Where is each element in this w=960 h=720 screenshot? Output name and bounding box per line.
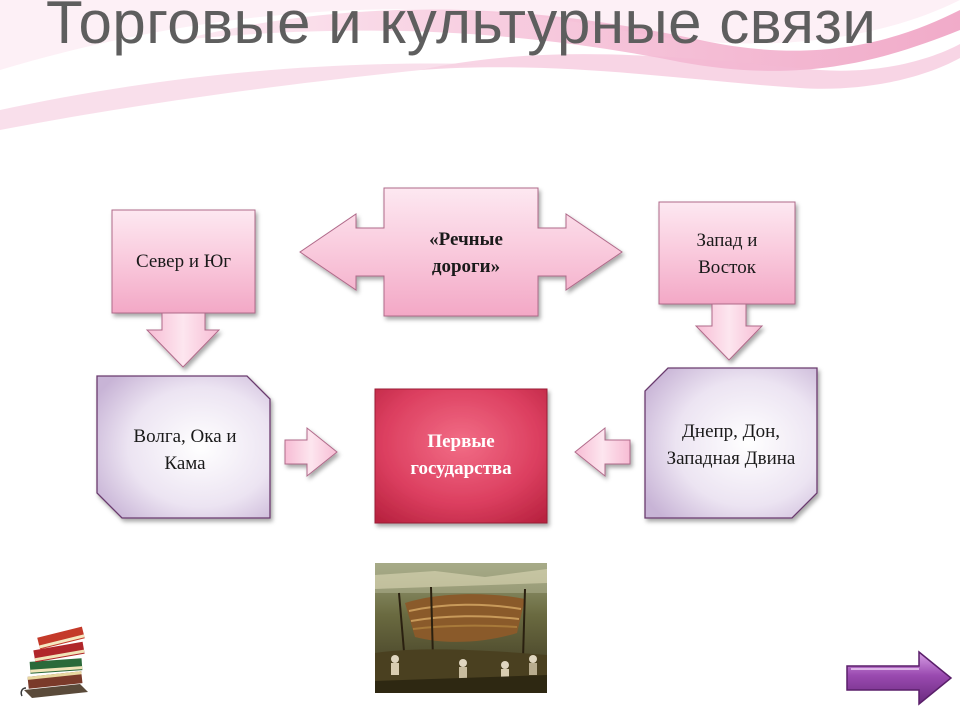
box-label-first-states: Первые государства bbox=[410, 431, 512, 479]
box-label-volga-oka-kama: Волга, Ока и Кама bbox=[133, 426, 237, 474]
down-arrow-right bbox=[694, 303, 764, 361]
box-label-north-south: Север и Юг bbox=[135, 251, 232, 272]
boat-building-painting bbox=[375, 563, 547, 693]
next-arrow-icon bbox=[846, 650, 953, 706]
center-box bbox=[374, 388, 548, 524]
down-arrow-left bbox=[145, 312, 221, 368]
top-right-box bbox=[658, 201, 796, 305]
top-left-box bbox=[111, 209, 256, 314]
right-arrow-left bbox=[284, 426, 338, 478]
top-center-double-arrow bbox=[299, 187, 623, 317]
bottom-left-box bbox=[96, 375, 271, 519]
books-icon[interactable] bbox=[18, 622, 96, 702]
left-arrow-right bbox=[574, 426, 631, 478]
slide-title: Торговые и культурные связи bbox=[46, 0, 877, 56]
bottom-right-box bbox=[644, 367, 818, 519]
box-label-west-east: Запад и Восток bbox=[696, 230, 758, 278]
box-label-river-roads: «Речные дороги» bbox=[429, 229, 503, 277]
box-label-dnepr-don-dvina: Днепр, Дон, Западная Двина bbox=[666, 421, 796, 469]
next-slide-button[interactable] bbox=[845, 650, 953, 706]
